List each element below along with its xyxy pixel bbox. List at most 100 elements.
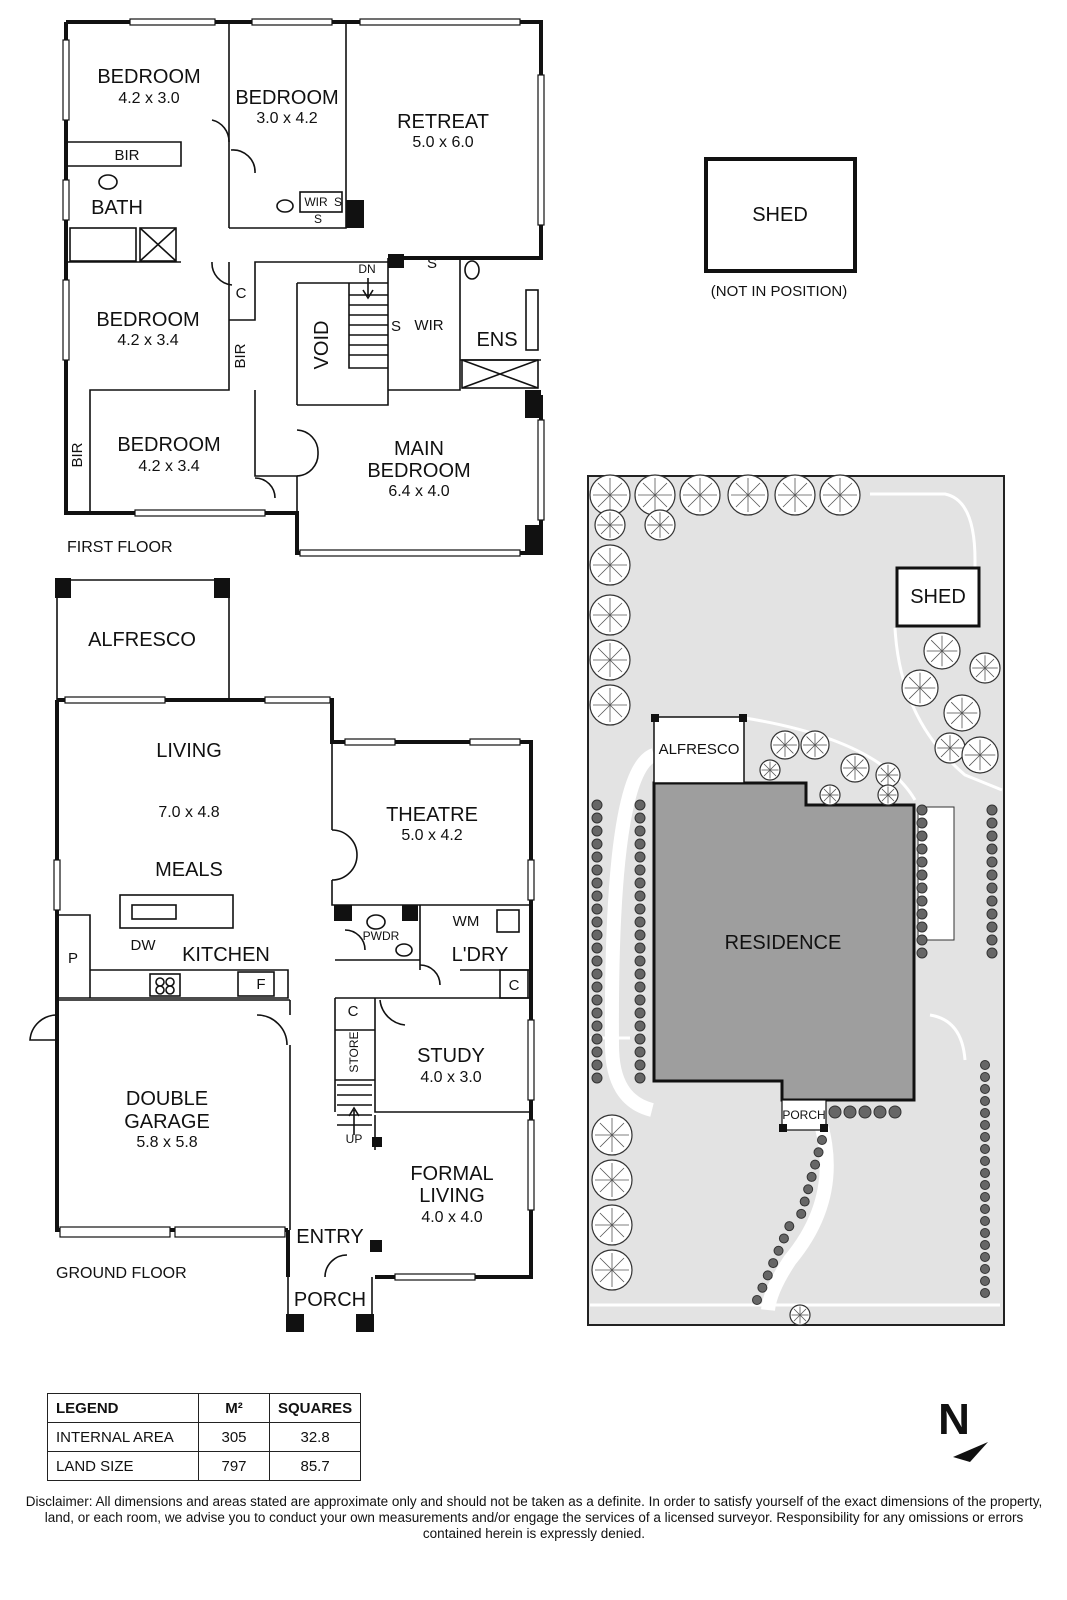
- shrub-icon: [591, 864, 603, 876]
- ground-floor-title: GROUND FLOOR: [56, 1265, 187, 1282]
- laundry-label: L'DRY: [452, 944, 509, 966]
- tree-icon: [589, 474, 631, 516]
- tree-icon: [634, 474, 676, 516]
- legend-squares: 32.8: [268, 1422, 362, 1452]
- wir-label: WIR: [414, 317, 443, 334]
- shrub-icon: [591, 1046, 603, 1058]
- shrub-icon: [634, 851, 646, 863]
- shrub-icon: [591, 1007, 603, 1019]
- site-porch-label: PORCH: [782, 1108, 825, 1122]
- shrub-icon: [980, 1060, 990, 1070]
- shrub-icon: [916, 869, 928, 881]
- shrub-icon: [980, 1276, 990, 1286]
- bedroom-label: BEDROOM: [96, 309, 199, 331]
- bedroom-dims: 4.2 x 3.0: [118, 90, 179, 107]
- first-floor-title: FIRST FLOOR: [67, 539, 173, 556]
- bedroom-label: BEDROOM: [117, 434, 220, 456]
- bedroom-dims: 3.0 x 4.2: [256, 110, 317, 127]
- tree-icon: [589, 639, 631, 681]
- ground-floor-plan: ALFRESCO LIVING 7.0 x 4.8 MEALS THEATRE …: [29, 578, 535, 1332]
- formal-living-dims: 4.0 x 4.0: [421, 1209, 482, 1226]
- shrub-icon: [916, 804, 928, 816]
- theatre-dims: 5.0 x 4.2: [401, 827, 462, 844]
- shed-plan: SHED (NOT IN POSITION): [704, 157, 857, 300]
- shrub-icon: [634, 942, 646, 954]
- shrub-icon: [634, 1033, 646, 1045]
- shrub-icon: [817, 1135, 827, 1145]
- main-bedroom-label: BEDROOM: [367, 460, 470, 482]
- shrub-icon: [916, 856, 928, 868]
- alfresco-label: ALFRESCO: [88, 629, 196, 651]
- shrub-icon: [916, 934, 928, 946]
- shrub-icon: [843, 1105, 857, 1119]
- tree-icon: [591, 1249, 633, 1291]
- shrub-icon: [634, 968, 646, 980]
- shrub-icon: [634, 1007, 646, 1019]
- shrub-icon: [634, 799, 646, 811]
- shrub-icon: [634, 838, 646, 850]
- shrub-icon: [634, 903, 646, 915]
- fridge-label: F: [256, 976, 265, 993]
- retreat-label: RETREAT: [397, 111, 489, 133]
- shrub-icon: [980, 1120, 990, 1130]
- shrub-icon: [980, 1108, 990, 1118]
- shrub-icon: [634, 877, 646, 889]
- first-floor-windows: [62, 18, 545, 557]
- pantry-label: P: [68, 950, 78, 967]
- study-label: STUDY: [417, 1045, 485, 1067]
- north-label: N: [938, 1395, 970, 1444]
- shrub-icon: [873, 1105, 887, 1119]
- tree-icon: [840, 753, 870, 783]
- shrub-icon: [986, 817, 998, 829]
- tree-icon: [591, 1114, 633, 1156]
- shrub-icon: [634, 1059, 646, 1071]
- tree-icon: [943, 694, 981, 732]
- shrub-icon: [980, 1180, 990, 1190]
- shed-note: (NOT IN POSITION): [711, 283, 847, 300]
- site-shrubs: [591, 799, 998, 1305]
- shrub-icon: [591, 981, 603, 993]
- shrub-icon: [986, 856, 998, 868]
- shrub-icon: [591, 1072, 603, 1084]
- shrub-icon: [980, 1252, 990, 1262]
- table-row: INTERNAL AREA 305 32.8: [47, 1422, 362, 1452]
- shrub-icon: [591, 851, 603, 863]
- shrub-icon: [634, 812, 646, 824]
- shrub-icon: [916, 895, 928, 907]
- shrub-icon: [591, 812, 603, 824]
- shrub-icon: [591, 903, 603, 915]
- legend-table: LEGEND M² SQUARES INTERNAL AREA 305 32.8…: [47, 1393, 362, 1481]
- shrub-icon: [591, 929, 603, 941]
- tree-icon: [589, 544, 631, 586]
- shrub-icon: [634, 929, 646, 941]
- shrub-icon: [634, 994, 646, 1006]
- tree-icon: [679, 474, 721, 516]
- legend-m2: 797: [198, 1451, 270, 1481]
- formal-living-label: FORMAL: [410, 1163, 493, 1185]
- living-dims: 7.0 x 4.8: [158, 804, 219, 821]
- shrub-icon: [916, 817, 928, 829]
- theatre-label: THEATRE: [386, 804, 478, 826]
- dw-label: DW: [131, 937, 157, 954]
- bedroom-label: BEDROOM: [97, 66, 200, 88]
- table-row: LAND SIZE 797 85.7: [47, 1451, 362, 1481]
- bir-label: BIR: [114, 147, 139, 164]
- legend-label: LAND SIZE: [47, 1451, 199, 1481]
- legend-squares: 85.7: [268, 1451, 362, 1481]
- porch-label: PORCH: [294, 1289, 366, 1311]
- shrub-icon: [858, 1105, 872, 1119]
- tree-icon: [591, 1204, 633, 1246]
- shrub-icon: [986, 908, 998, 920]
- shrub-icon: [986, 947, 998, 959]
- shrub-icon: [591, 1059, 603, 1071]
- meals-label: MEALS: [155, 859, 223, 881]
- shrub-icon: [591, 799, 603, 811]
- tree-icon: [969, 652, 1001, 684]
- shrub-icon: [888, 1105, 902, 1119]
- shrub-icon: [591, 955, 603, 967]
- tree-icon: [594, 509, 626, 541]
- shrub-icon: [796, 1208, 807, 1219]
- shrub-icon: [980, 1240, 990, 1250]
- formal-living-label: LIVING: [419, 1185, 485, 1207]
- shrub-icon: [986, 934, 998, 946]
